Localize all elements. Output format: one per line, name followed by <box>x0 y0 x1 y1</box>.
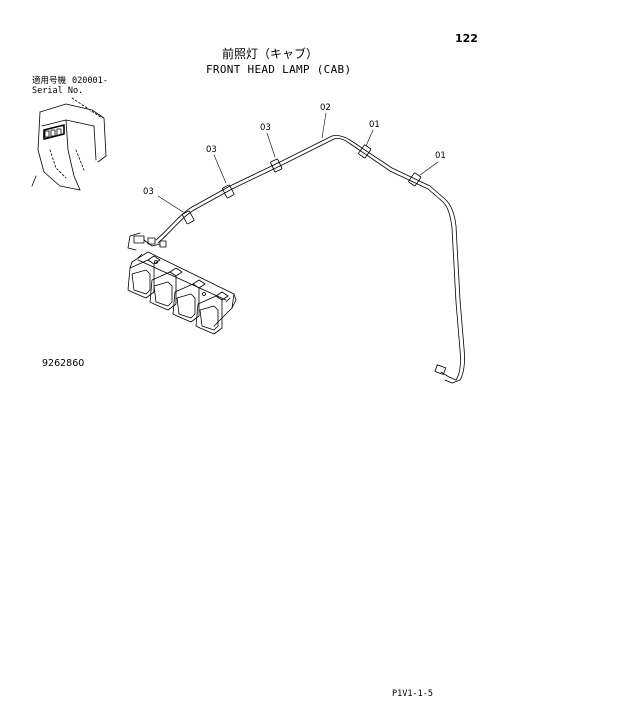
callout-02: 02 <box>320 103 331 113</box>
page-title-japanese: 前照灯（キャブ） <box>222 47 319 61</box>
callout-leaders <box>157 112 439 213</box>
callout-03-left: 03 <box>143 187 154 197</box>
drawing-number: 9262860 <box>42 358 85 369</box>
page-number: 122 <box>455 32 478 45</box>
wire-harness <box>155 135 465 384</box>
callout-01-upper: 01 <box>369 120 380 130</box>
page-footer-code: P1V1-1-5 <box>392 689 433 699</box>
serial-number-block: 適用号機 020001- Serial No. <box>32 76 108 96</box>
callout-01-right: 01 <box>435 151 446 161</box>
front-head-lamp-assembly <box>127 251 237 335</box>
page-title-english: FRONT HEAD LAMP (CAB) <box>206 63 352 76</box>
cab-location-thumbnail <box>31 97 107 191</box>
serial-value: 020001- <box>72 76 108 86</box>
lamp-connector <box>127 232 167 251</box>
callout-03-top: 03 <box>260 123 271 133</box>
serial-label-japanese: 適用号機 <box>32 76 67 86</box>
callout-03-middle: 03 <box>206 145 217 155</box>
serial-label-english: Serial No. <box>32 85 84 96</box>
